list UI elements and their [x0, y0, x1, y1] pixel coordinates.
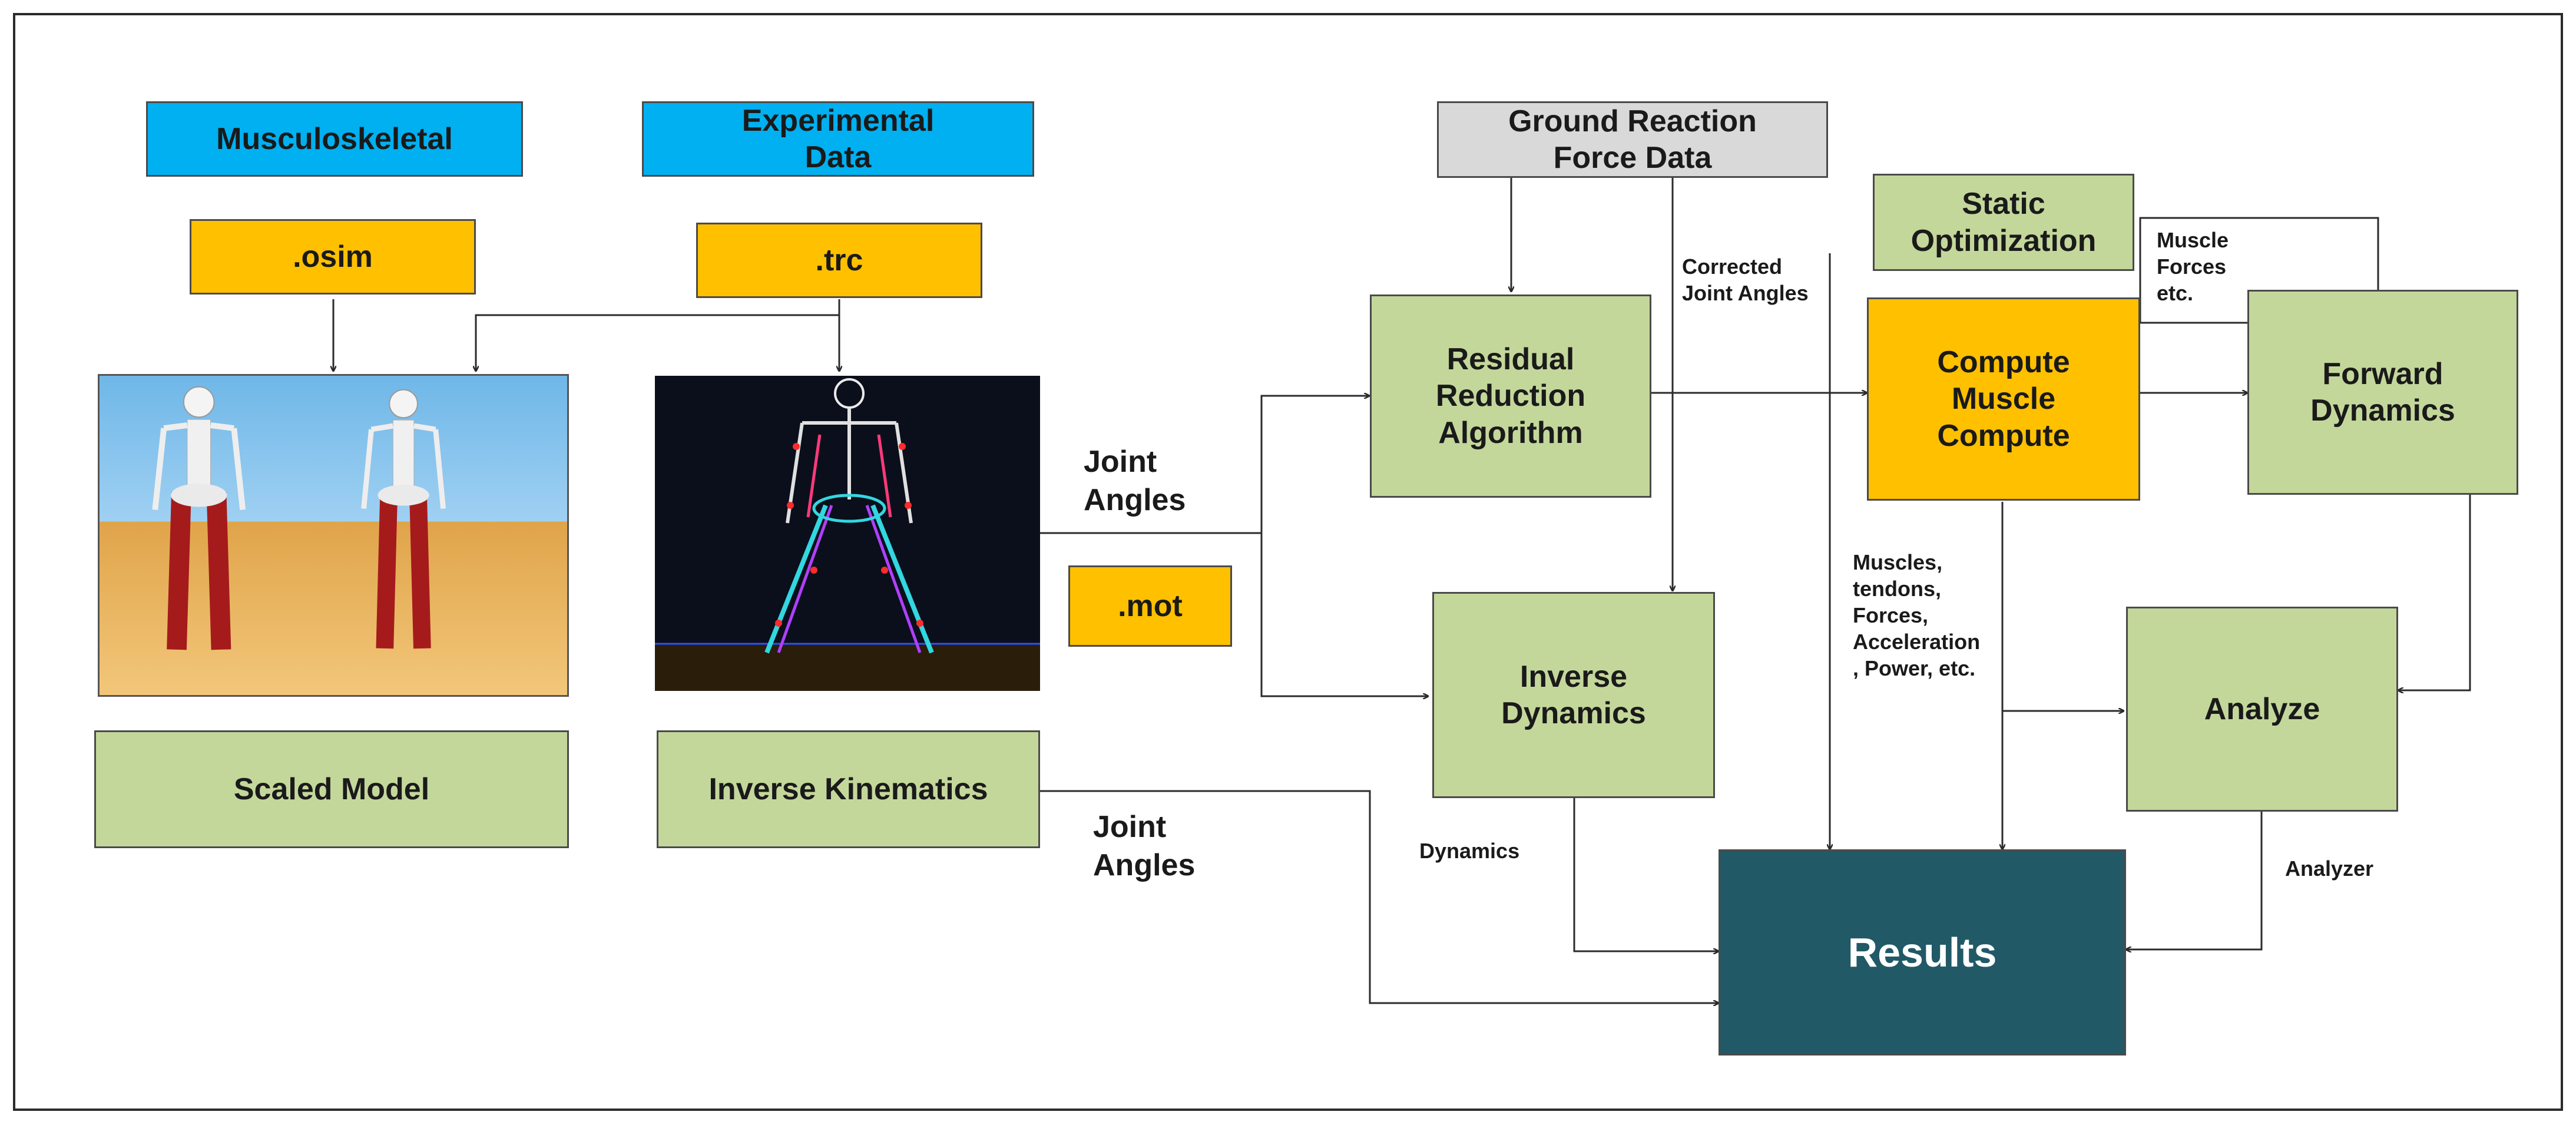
forward-dynamics-box: Forward Dynamics [2247, 290, 2518, 495]
muscle-forces-label: Muscle Forces etc. [2157, 228, 2229, 305]
experimental-data-box: Experimental Data [642, 101, 1034, 177]
diagram-frame [13, 13, 2563, 1111]
arrow-analyze-to-results [2126, 812, 2263, 949]
osim-box: .osim [190, 219, 476, 295]
dynamics-label: Dynamics [1419, 839, 1520, 863]
musculoskeletal-box: Musculoskeletal [146, 101, 523, 177]
trc-box: .trc [696, 223, 982, 298]
analyze-label: Analyze [2204, 691, 2320, 726]
scaled-model-box: Scaled Model [94, 730, 569, 848]
arrow-trc-to-model [476, 299, 840, 371]
rra-label: Residual Reduction Algorithm [1435, 342, 1586, 450]
static-optimization-label: Static Optimization [1911, 187, 2097, 258]
inverse-kinematics-label: Inverse Kinematics [708, 772, 988, 806]
arrow-fd-to-analyze [2398, 495, 2471, 690]
corrected-joint-angles-label: Corrected Joint Angles [1682, 254, 1809, 305]
musculoskeletal-label: Musculoskeletal [216, 121, 453, 156]
ground-reaction-box: Ground Reaction Force Data [1437, 101, 1828, 178]
mot-label: .mot [1118, 588, 1183, 623]
muscles-list-label: Muscles, tendons, Forces, Acceleration ,… [1853, 550, 1981, 680]
analyzer-label: Analyzer [2285, 856, 2374, 881]
ground-reaction-label: Ground Reaction Force Data [1508, 104, 1757, 175]
results-box: Results [1719, 849, 2126, 1055]
rra-box: Residual Reduction Algorithm [1370, 295, 1651, 498]
analyze-box: Analyze [2126, 607, 2398, 812]
compute-muscle-box: Compute Muscle Compute [1867, 297, 2140, 501]
arrow-ik-to-rra [1040, 396, 1369, 534]
results-label: Results [1847, 929, 1997, 975]
inverse-kinematics-image [655, 376, 1040, 691]
inverse-dynamics-box: Inverse Dynamics [1432, 592, 1715, 798]
scaled-model-image [98, 374, 569, 697]
compute-muscle-label: Compute Muscle Compute [1937, 345, 2070, 453]
joint-angles-label-lower: Joint Angles [1093, 810, 1196, 882]
arrow-id-to-results [1573, 798, 1719, 951]
experimental-data-label: Experimental Data [741, 103, 935, 174]
skeleton-right [361, 389, 446, 649]
skeleton-left [152, 386, 246, 650]
forward-dynamics-label: Forward Dynamics [2310, 356, 2455, 428]
inverse-dynamics-label: Inverse Dynamics [1501, 659, 1646, 730]
static-optimization-box: Static Optimization [1873, 174, 2134, 271]
trc-label: .trc [815, 243, 863, 277]
arrow-ik-to-id [1260, 533, 1428, 696]
line-muscle-forces-loop [2139, 217, 2379, 323]
scaled-model-label: Scaled Model [233, 772, 430, 806]
joint-angles-label-upper: Joint Angles [1084, 445, 1186, 517]
arrow-ik-to-results [1040, 790, 1719, 1003]
inverse-kinematics-box: Inverse Kinematics [657, 730, 1040, 848]
mot-box: .mot [1068, 565, 1232, 647]
osim-label: .osim [293, 239, 373, 274]
